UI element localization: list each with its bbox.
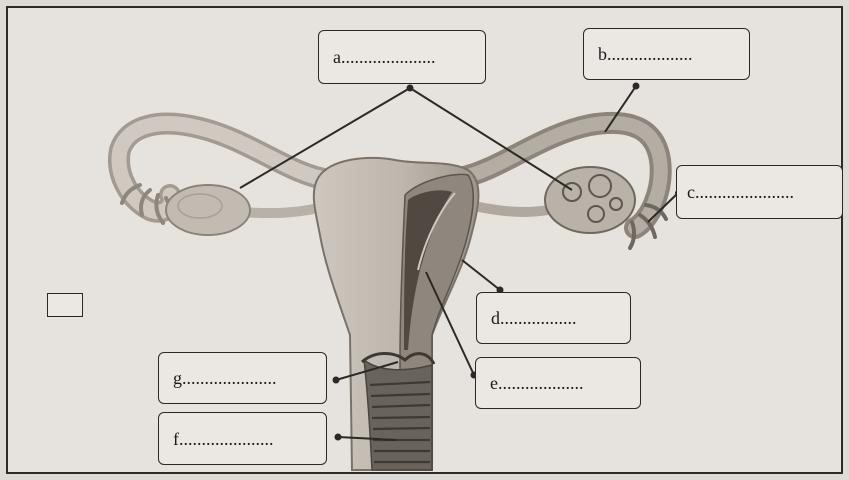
label-f[interactable]: f.....................	[158, 412, 327, 465]
dot-f	[335, 434, 342, 441]
leader-d	[462, 260, 500, 290]
label-g[interactable]: g.....................	[158, 352, 327, 404]
dot-b	[633, 83, 640, 90]
label-a[interactable]: a.....................	[318, 30, 486, 84]
vaginal-canal	[364, 360, 432, 470]
dot-a	[407, 85, 414, 92]
dot-g	[333, 377, 340, 384]
label-c[interactable]: c......................	[676, 165, 843, 219]
blank-answer-box[interactable]	[47, 293, 83, 317]
label-d[interactable]: d.................	[476, 292, 631, 344]
label-b[interactable]: b...................	[583, 28, 750, 80]
label-e[interactable]: e...................	[475, 357, 641, 409]
